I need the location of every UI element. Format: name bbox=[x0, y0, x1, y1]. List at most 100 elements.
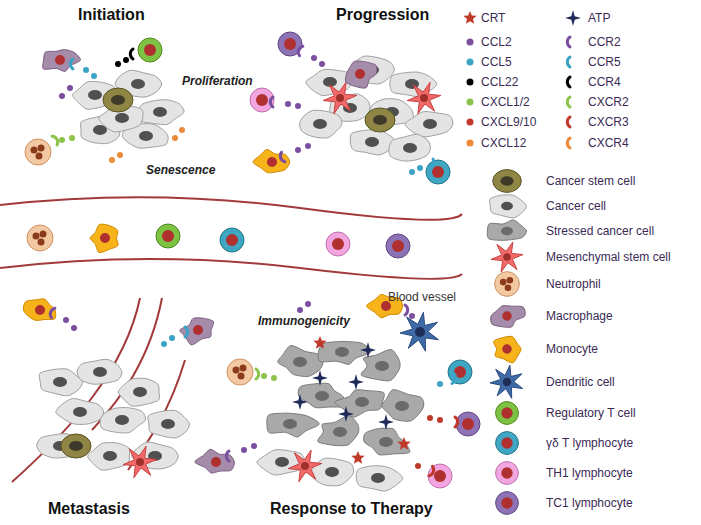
chemokine-receptor bbox=[130, 49, 133, 59]
legend-text: Mesenchymal stem cell bbox=[546, 249, 671, 265]
cell-nucleus bbox=[379, 437, 393, 447]
cell-nucleus bbox=[501, 437, 512, 448]
chemokine-dot bbox=[311, 55, 317, 61]
chemokine-dot bbox=[261, 373, 267, 379]
legend-text: CCR4 bbox=[588, 74, 621, 90]
legend-text: CRT bbox=[481, 10, 505, 26]
chemokine-dot bbox=[172, 135, 178, 141]
chemokine-dot bbox=[427, 415, 433, 421]
cancer-cell bbox=[118, 378, 159, 406]
cell-nucleus bbox=[503, 253, 511, 261]
cell-nucleus bbox=[315, 391, 329, 401]
chemokine-dot bbox=[295, 147, 301, 153]
chemokine-dot bbox=[241, 447, 247, 453]
chemokine-dot bbox=[161, 341, 167, 347]
legend-text: CXCR2 bbox=[588, 94, 629, 110]
cell-nucleus bbox=[500, 176, 513, 186]
cell-nucleus bbox=[371, 473, 385, 483]
legend-text: Macrophage bbox=[546, 308, 613, 324]
chemokine-receptor bbox=[256, 369, 259, 379]
chemokine-dot bbox=[271, 375, 277, 381]
legend-swatch bbox=[467, 59, 474, 66]
atp-star bbox=[338, 406, 354, 422]
section-title: Initiation bbox=[78, 6, 145, 24]
cell-nucleus bbox=[375, 361, 389, 371]
process-note: Proliferation bbox=[182, 74, 253, 88]
chemokine-receptor bbox=[49, 307, 55, 317]
dendritic-cell bbox=[490, 365, 523, 398]
cell-nucleus bbox=[332, 238, 344, 250]
cell-nucleus bbox=[33, 233, 40, 240]
cell-nucleus bbox=[392, 240, 404, 252]
chemokine-receptor bbox=[429, 466, 435, 476]
cell-nucleus bbox=[69, 441, 83, 451]
crt-star bbox=[351, 451, 364, 464]
legend-text: CCL2 bbox=[481, 34, 512, 50]
cancer-cell bbox=[311, 458, 354, 486]
chemokine-receptor bbox=[567, 138, 570, 148]
cell-nucleus bbox=[161, 419, 175, 429]
vessel-wall bbox=[0, 197, 462, 220]
cell-nucleus bbox=[115, 415, 129, 425]
stressed-cancer-cell bbox=[361, 349, 400, 380]
legend-swatch bbox=[467, 140, 474, 147]
cell-nucleus bbox=[100, 233, 110, 243]
cell-nucleus bbox=[301, 462, 309, 470]
cell-nucleus bbox=[501, 407, 512, 418]
cancer-cell bbox=[148, 410, 190, 438]
legend-text: CXCL12 bbox=[481, 135, 526, 151]
neutrophil bbox=[25, 139, 51, 165]
blood-vessel bbox=[0, 197, 462, 279]
th1-lymphocyte bbox=[250, 88, 274, 112]
legend-text: Monocyte bbox=[546, 341, 598, 357]
chemokine-dot bbox=[179, 127, 185, 133]
legend-swatch bbox=[467, 79, 474, 86]
section-title: Response to Therapy bbox=[270, 500, 433, 518]
mesenchymal-stem-cell bbox=[288, 450, 322, 482]
macrophage bbox=[345, 61, 377, 88]
chemokine-dot bbox=[297, 307, 303, 313]
cell-nucleus bbox=[115, 113, 129, 123]
chemokine-dot bbox=[305, 143, 311, 149]
cancer-cell bbox=[405, 112, 453, 137]
cell-nucleus bbox=[40, 231, 47, 238]
legend-text: TH1 lymphocyte bbox=[546, 465, 633, 481]
cell-nucleus bbox=[293, 357, 307, 367]
cell-nucleus bbox=[423, 119, 437, 129]
stressed-cancer-cell bbox=[487, 220, 526, 240]
atp-star bbox=[348, 374, 364, 390]
chemokine-dot bbox=[109, 157, 115, 163]
stressed-cancer-cell bbox=[382, 390, 424, 422]
cell-nucleus bbox=[111, 95, 125, 105]
legend-text: CCL5 bbox=[481, 54, 512, 70]
cell-nucleus bbox=[238, 373, 245, 380]
cell-nucleus bbox=[335, 347, 349, 357]
chemokine-dot bbox=[59, 93, 65, 99]
region-label: Blood vessel bbox=[388, 290, 456, 304]
cell-nucleus bbox=[501, 227, 513, 236]
legend-text: Cancer stem cell bbox=[546, 173, 635, 189]
cancer-stem-cell bbox=[365, 108, 395, 132]
chemokine-receptor bbox=[567, 57, 570, 67]
chemokine-receptor bbox=[455, 417, 458, 427]
chemokine-dot bbox=[415, 463, 421, 469]
process-note: Immunogenicity bbox=[258, 314, 350, 328]
dendritic-cell bbox=[400, 312, 438, 351]
cell-nucleus bbox=[103, 451, 117, 461]
section-title: Progression bbox=[336, 6, 429, 24]
cell-nucleus bbox=[313, 119, 327, 129]
atp-star bbox=[360, 342, 376, 358]
monocyte bbox=[253, 150, 290, 173]
stressed-cancer-cell bbox=[278, 346, 323, 377]
cell-nucleus bbox=[136, 458, 144, 466]
cell-nucleus bbox=[415, 327, 425, 337]
legend-swatch bbox=[467, 99, 474, 106]
cancer-cell bbox=[56, 398, 104, 424]
tc1-lymphocyte bbox=[456, 412, 480, 436]
chemokine-dot bbox=[67, 85, 73, 91]
chemokine-dot bbox=[91, 73, 97, 79]
chemokine-receptor bbox=[297, 45, 303, 55]
cell-nucleus bbox=[373, 115, 387, 125]
chemokine-receptor bbox=[279, 152, 285, 162]
chemokine-receptor bbox=[567, 117, 570, 127]
